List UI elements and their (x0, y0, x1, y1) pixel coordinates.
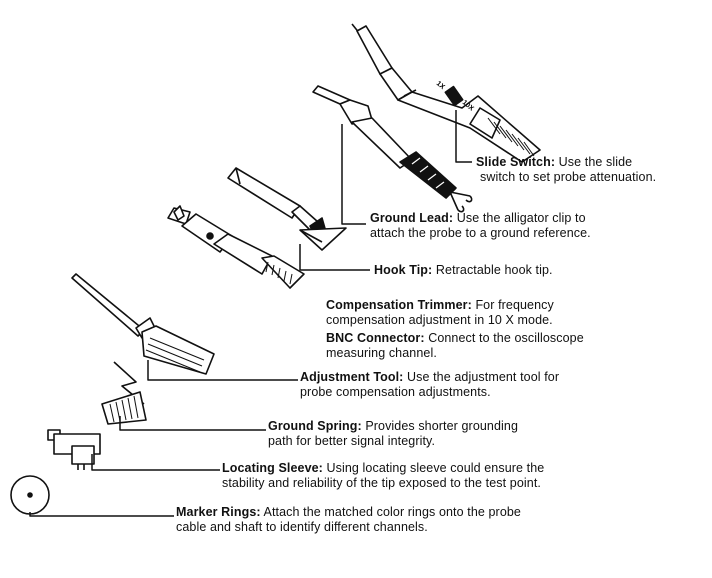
bnc-connector (167, 205, 305, 289)
text-adjustment-tool-1: Use the adjustment tool for (403, 370, 560, 384)
label-ground-lead: Ground Lead: Use the alligator clip to a… (370, 211, 591, 241)
title-slide-switch: Slide Switch: (476, 155, 556, 169)
leader-ground-spring (119, 416, 266, 431)
text-locating-sleeve-1: Using locating sleeve could ensure the (322, 461, 545, 475)
text-marker-rings-2: cable and shaft to identify different ch… (176, 520, 428, 534)
locating-sleeve (47, 429, 101, 470)
probe-body (351, 23, 541, 163)
text-marker-rings-1: Attach the matched color rings onto the … (260, 505, 521, 519)
switch-mark-1x: 1X (435, 80, 446, 91)
marker-ring (10, 475, 50, 515)
adjustment-tool (71, 273, 215, 375)
leader-marker-rings (29, 512, 174, 517)
text-slide-switch-1: Use the slide (555, 155, 633, 169)
text-ground-lead-1: Use the alligator clip to (453, 211, 586, 225)
leader-adjustment-tool (147, 360, 298, 381)
hook-tip (227, 167, 347, 251)
title-ground-spring: Ground Spring: (268, 419, 362, 433)
title-locating-sleeve: Locating Sleeve: (222, 461, 323, 475)
label-hook-tip: Hook Tip: Retractable hook tip. (374, 263, 553, 278)
text-hook-tip-1: Retractable hook tip. (432, 263, 553, 277)
text-ground-spring-1: Provides shorter grounding (361, 419, 519, 433)
label-bnc-connector: BNC Connector: Connect to the oscillosco… (326, 331, 584, 361)
leader-locating-sleeve (91, 454, 220, 471)
text-compensation-trimmer-1: For frequency (471, 298, 554, 312)
ground-lead (312, 85, 473, 213)
text-ground-lead-2: attach the probe to a ground reference. (370, 226, 591, 240)
title-marker-rings: Marker Rings: (176, 505, 261, 519)
label-compensation-trimmer: Compensation Trimmer: For frequency comp… (326, 298, 554, 328)
leader-lines (29, 110, 472, 517)
leader-hook-tip (299, 244, 370, 271)
title-ground-lead: Ground Lead: (370, 211, 454, 225)
text-locating-sleeve-2: stability and reliability of the tip exp… (222, 476, 541, 490)
title-hook-tip: Hook Tip: (374, 263, 433, 277)
slide-switch-knob (444, 85, 464, 107)
label-marker-rings: Marker Rings: Attach the matched color r… (176, 505, 521, 535)
title-bnc-connector: BNC Connector: (326, 331, 425, 345)
label-slide-switch: Slide Switch: Use the slide switch to se… (476, 155, 656, 185)
title-adjustment-tool: Adjustment Tool: (300, 370, 404, 384)
leader-slide-switch (455, 110, 472, 163)
title-compensation-trimmer: Compensation Trimmer: (326, 298, 472, 312)
leader-ground-lead (341, 124, 366, 225)
text-ground-spring-2: path for better signal integrity. (268, 434, 436, 448)
text-slide-switch-2: switch to set probe attenuation. (480, 170, 657, 184)
text-adjustment-tool-2: probe compensation adjustments. (300, 385, 491, 399)
text-bnc-connector-2: measuring channel. (326, 346, 437, 360)
text-bnc-connector-1: Connect to the oscilloscope (424, 331, 584, 345)
label-locating-sleeve: Locating Sleeve: Using locating sleeve c… (222, 461, 544, 491)
text-compensation-trimmer-2: compensation adjustment in 10 X mode. (326, 313, 553, 327)
label-ground-spring: Ground Spring: Provides shorter groundin… (268, 419, 518, 449)
ground-spring (101, 361, 147, 425)
label-adjustment-tool: Adjustment Tool: Use the adjustment tool… (300, 370, 559, 400)
